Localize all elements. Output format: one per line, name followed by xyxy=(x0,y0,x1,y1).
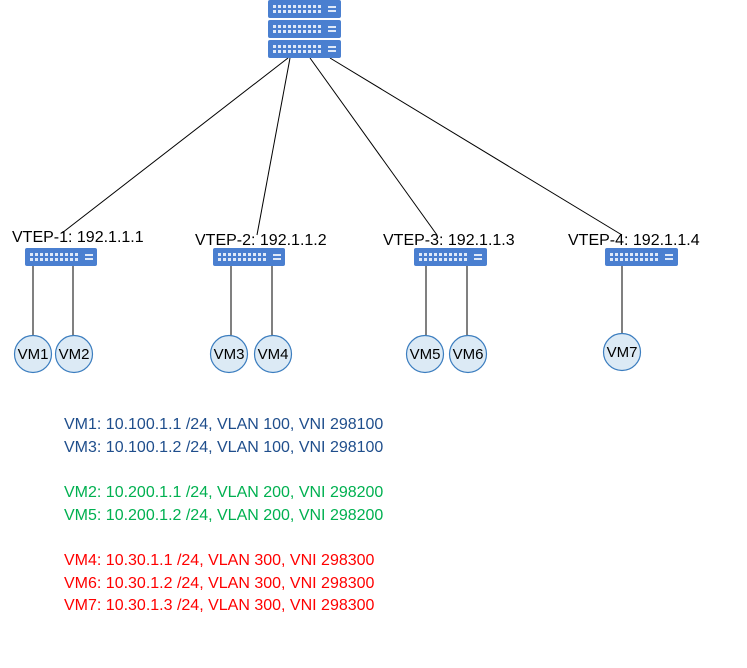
vm-6-node xyxy=(448,334,488,374)
uplink-vtep-2 xyxy=(256,57,291,236)
legend-line-vm6: VM6: 10.30.1.2 /24, VLAN 300, VNI 298300 xyxy=(64,574,375,592)
vm-6: VM6 xyxy=(448,334,488,374)
vm-5-node xyxy=(405,334,445,374)
stacked-switch-icon xyxy=(268,0,341,58)
vm-address-legend: VM1: 10.100.1.1 /24, VLAN 100, VNI 29810… xyxy=(64,414,383,641)
vtep-3: VTEP-3: 192.1.1.3 xyxy=(383,232,515,266)
uplink-vtep-3 xyxy=(309,57,438,236)
vm-5: VM5 xyxy=(405,334,445,374)
vm-2-node xyxy=(54,334,94,374)
legend-line-vm3: VM3: 10.100.1.2 /24, VLAN 100, VNI 29810… xyxy=(64,438,384,456)
vtep-1: VTEP-1: 192.1.1.1 xyxy=(12,229,144,266)
vm-3-label: VM3 xyxy=(214,346,245,363)
legend-line-vm2: VM2: 10.200.1.1 /24, VLAN 200, VNI 29820… xyxy=(64,484,384,501)
uplink-vtep-4 xyxy=(329,57,623,236)
vm-6-label: VM6 xyxy=(453,346,484,363)
vtep-4-label: VTEP-4: 192.1.1.4 xyxy=(568,232,700,249)
vm-5-label: VM5 xyxy=(410,346,441,363)
vm-7: VM7 xyxy=(602,332,642,372)
vm-4-node xyxy=(253,334,293,374)
vtep-2: VTEP-2: 192.1.1.2 xyxy=(195,232,327,266)
legend-group-vlan-100: VM1: 10.100.1.1 /24, VLAN 100, VNI 29810… xyxy=(64,414,383,459)
legend-group-vlan-300: VM4: 10.30.1.1 /24, VLAN 300, VNI 298300… xyxy=(64,550,383,618)
vtep-2-switch-icon xyxy=(213,248,285,266)
uplink-vtep-1 xyxy=(61,57,289,234)
vtep-4: VTEP-4: 192.1.1.4 xyxy=(568,232,700,266)
vtep-1-switch-icon xyxy=(25,248,97,266)
downlink-lines xyxy=(32,266,623,336)
vtep-3-switch-icon xyxy=(414,248,487,266)
vm-4-label: VM4 xyxy=(258,346,289,363)
vtep-3-label: VTEP-3: 192.1.1.3 xyxy=(383,232,515,249)
vm-7-label: VM7 xyxy=(607,344,638,361)
vm-1-label: VM1 xyxy=(18,346,49,363)
vm-1: VM1 xyxy=(13,334,53,374)
vm-3-node xyxy=(209,334,249,374)
legend-line-vm7: VM7: 10.30.1.3 /24, VLAN 300, VNI 298300 xyxy=(64,597,375,614)
vm-1-node xyxy=(13,334,53,374)
vm-3: VM3 xyxy=(209,334,249,374)
vm-4: VM4 xyxy=(253,334,293,374)
legend-line-vm5: VM5: 10.200.1.2 /24, VLAN 200, VNI 29820… xyxy=(64,506,384,524)
vtep-2-label: VTEP-2: 192.1.1.2 xyxy=(195,232,327,249)
legend-line-vm1: VM1: 10.100.1.1 /24, VLAN 100, VNI 29810… xyxy=(64,416,384,433)
vm-2-label: VM2 xyxy=(59,346,90,363)
legend-line-vm4: VM4: 10.30.1.1 /24, VLAN 300, VNI 298300 xyxy=(64,552,375,569)
uplink-lines xyxy=(61,57,623,236)
network-diagram: VTEP-1: 192.1.1.1 VTEP-2: 192.1.1.2 VTEP… xyxy=(12,0,700,374)
vm-7-node xyxy=(602,332,642,372)
legend-group-vlan-200: VM2: 10.200.1.1 /24, VLAN 200, VNI 29820… xyxy=(64,482,383,527)
vm-2: VM2 xyxy=(54,334,94,374)
vtep-4-switch-icon xyxy=(605,248,678,266)
vtep-1-label: VTEP-1: 192.1.1.1 xyxy=(12,229,144,246)
